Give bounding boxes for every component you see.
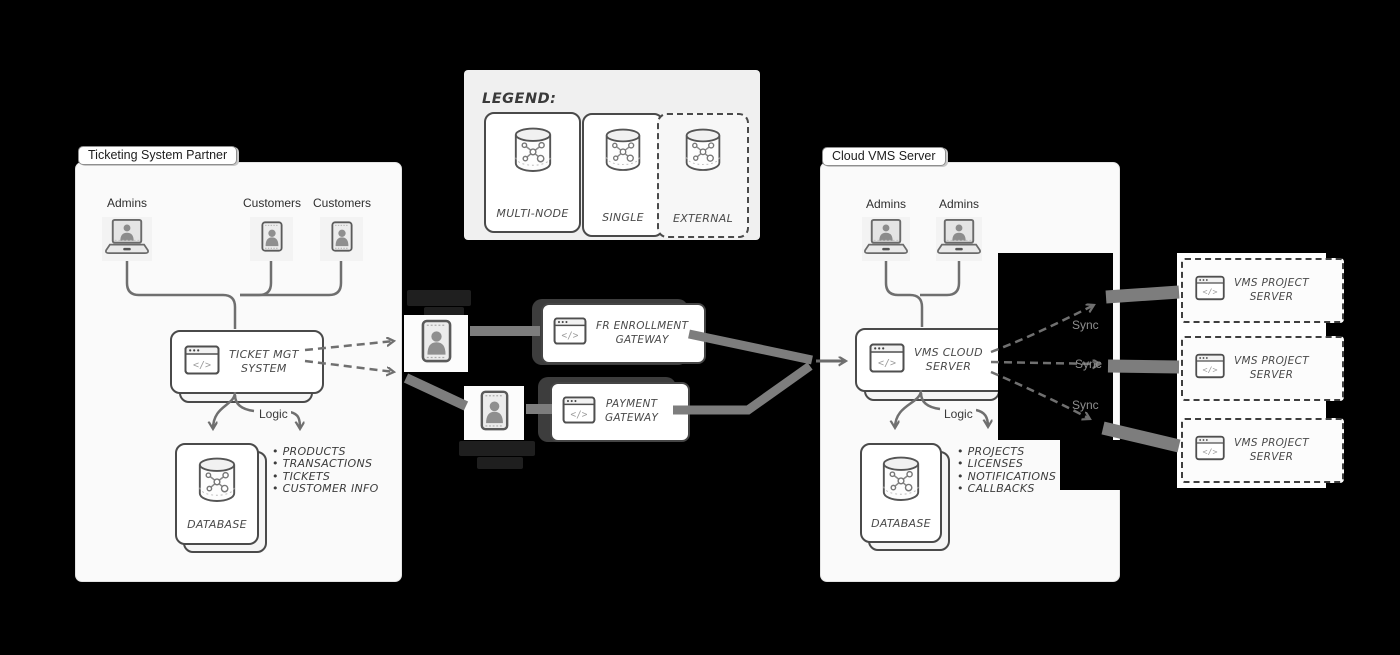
obscured-label-blob [407, 290, 471, 306]
obscured-label-blob [459, 441, 535, 456]
vms-project-server-label: VMS PROJECT SERVER [1234, 354, 1309, 381]
cloud-admins-tile-2 [936, 217, 982, 261]
browser-code-icon: </> [1195, 353, 1225, 384]
list-item: PRODUCTS [272, 445, 379, 458]
legend-multinode-label: MULTI-NODE [496, 206, 569, 220]
vms-project-server-2: </> VMS PROJECT SERVER [1181, 336, 1344, 401]
obscured-label-blob [424, 307, 464, 316]
badge-user-icon [260, 220, 283, 258]
obscured-label-blob [477, 457, 523, 469]
ticketing-logic-label: Logic [256, 407, 291, 421]
payment-gateway-label: PAYMENT GATEWAY [605, 398, 659, 424]
database-multinode-icon [196, 456, 238, 509]
list-item: CALLBACKS [957, 482, 1056, 495]
cloud-data-list: PROJECTS LICENSES NOTIFICATIONS CALLBACK… [957, 445, 1056, 496]
ticket-system-card: </> TICKET MGT SYSTEM [170, 330, 324, 394]
laptop-user-icon [104, 218, 150, 261]
vms-cloud-card: </> VMS CLOUD SERVER [855, 328, 1011, 392]
browser-code-icon: </> [869, 343, 905, 378]
ticket-system-label: TICKET MGT SYSTEM [229, 347, 299, 375]
legend-external-card: EXTERNAL [657, 113, 749, 238]
svg-text:</>: </> [1202, 287, 1217, 297]
enrollment-gateway-label: FR ENROLLMENT GATEWAY [596, 319, 689, 346]
vms-project-server-label: VMS PROJECT SERVER [1234, 276, 1309, 303]
ticketing-data-list: PRODUCTS TRANSACTIONS TICKETS CUSTOMER I… [272, 445, 379, 496]
cloud-admins-label-2: Admins [938, 197, 979, 211]
laptop-user-icon [863, 218, 909, 261]
svg-text:</>: </> [878, 358, 896, 369]
legend-single-label: SINGLE [602, 210, 644, 224]
browser-code-icon: </> [553, 317, 587, 350]
svg-text:</>: </> [1202, 447, 1217, 457]
cloud-database-label: DATABASE [871, 516, 931, 530]
ticketing-panel-tab: Ticketing System Partner [78, 146, 238, 165]
browser-code-icon: </> [184, 345, 220, 380]
ticketing-admins-tile [102, 217, 152, 261]
database-external-icon [683, 127, 723, 178]
svg-text:</>: </> [1202, 365, 1217, 375]
ticketing-customer-tile-1 [250, 217, 293, 261]
badge-user-icon [330, 220, 353, 258]
payment-gateway-card: </> PAYMENT GATEWAY [550, 382, 690, 442]
cloud-admins-tile-1 [862, 217, 910, 261]
list-item: TRANSACTIONS [272, 457, 379, 470]
list-item: NOTIFICATIONS [957, 470, 1056, 483]
ticketing-customer-tile-2 [320, 217, 363, 261]
ticketing-customers-label-1: Customers [242, 196, 301, 210]
sync-label-1: Sync [1072, 318, 1099, 332]
list-item: TICKETS [272, 470, 379, 483]
browser-code-icon: </> [562, 395, 596, 429]
browser-code-icon: </> [1195, 435, 1225, 466]
ticketing-database-card: DATABASE [175, 443, 259, 545]
badge-user-icon [480, 390, 509, 436]
list-item: PROJECTS [957, 445, 1056, 458]
cloud-logic-label: Logic [941, 407, 976, 421]
list-item: CUSTOMER INFO [272, 482, 379, 495]
legend-external-label: EXTERNAL [672, 211, 734, 225]
vms-project-server-label: VMS PROJECT SERVER [1234, 436, 1309, 463]
browser-code-icon: </> [1195, 275, 1225, 306]
sync-label-2: Sync [1075, 357, 1102, 371]
enrollment-gateway-card: </> FR ENROLLMENT GATEWAY [541, 303, 706, 364]
cloud-admins-label-1: Admins [865, 197, 906, 211]
ticketing-database-label: DATABASE [187, 517, 247, 531]
svg-text:</>: </> [562, 330, 579, 341]
cloud-panel-tab: Cloud VMS Server [822, 147, 946, 166]
badge-user-icon [421, 319, 452, 368]
sync-label-3: Sync [1072, 398, 1099, 412]
list-item: LICENSES [957, 457, 1056, 470]
database-single-icon [603, 127, 643, 178]
enrollment-user-tile [404, 315, 468, 372]
ticketing-customers-label-2: Customers [312, 196, 371, 210]
cloud-database-card: DATABASE [860, 443, 942, 543]
database-multinode-icon [512, 126, 554, 179]
payment-user-tile [464, 386, 524, 440]
composite-artifact [1060, 440, 1177, 490]
svg-text:</>: </> [193, 360, 211, 371]
vms-cloud-label: VMS CLOUD SERVER [914, 345, 983, 373]
svg-text:</>: </> [571, 409, 588, 420]
laptop-user-icon [936, 218, 982, 261]
legend-multinode-card: MULTI-NODE [484, 112, 581, 233]
database-multinode-icon [880, 455, 922, 508]
vms-project-server-1: </> VMS PROJECT SERVER [1181, 258, 1344, 323]
vms-project-server-3: </> VMS PROJECT SERVER [1181, 418, 1344, 483]
legend-title: LEGEND: [482, 91, 557, 107]
ticketing-admins-label: Admins [106, 196, 147, 210]
legend-single-card: SINGLE [582, 113, 664, 237]
